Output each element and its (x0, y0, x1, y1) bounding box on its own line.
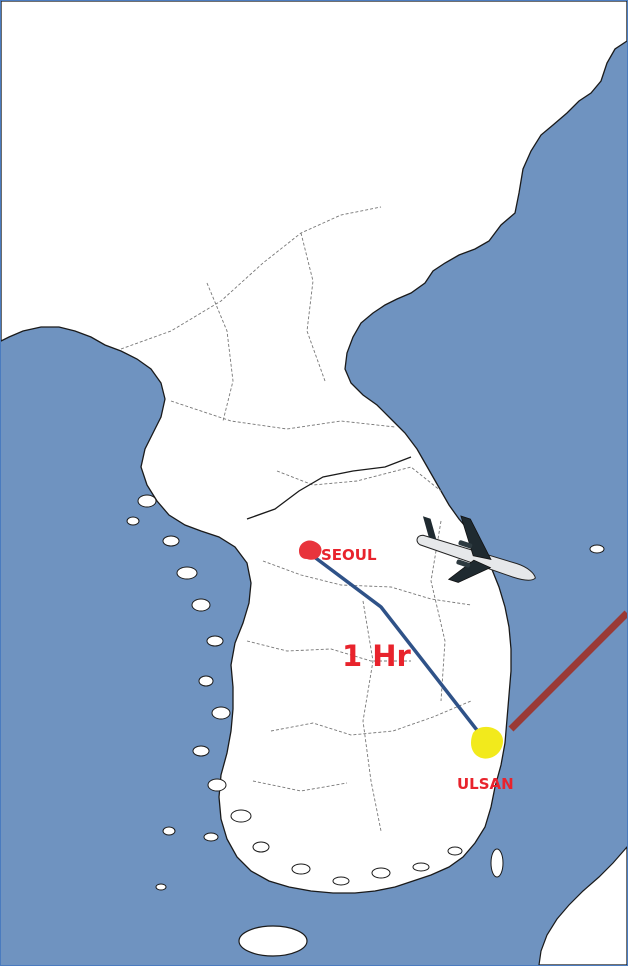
ulsan-marker (471, 726, 503, 759)
dmz-line (246, 456, 412, 520)
airplane-icon (416, 515, 536, 583)
flight-route-line (307, 551, 489, 745)
ulsan-label: ULSAN (457, 775, 514, 793)
seoul-marker (299, 540, 322, 560)
jeju-island (238, 925, 308, 957)
seoul-label: SEOUL (321, 546, 377, 564)
korean-peninsula-land (1, 1, 627, 894)
japan-land (538, 846, 627, 965)
province-borders (120, 206, 472, 832)
connector-line (508, 610, 627, 732)
coastal-islands (126, 494, 605, 891)
travel-time-label: 1 Hr (342, 639, 411, 673)
